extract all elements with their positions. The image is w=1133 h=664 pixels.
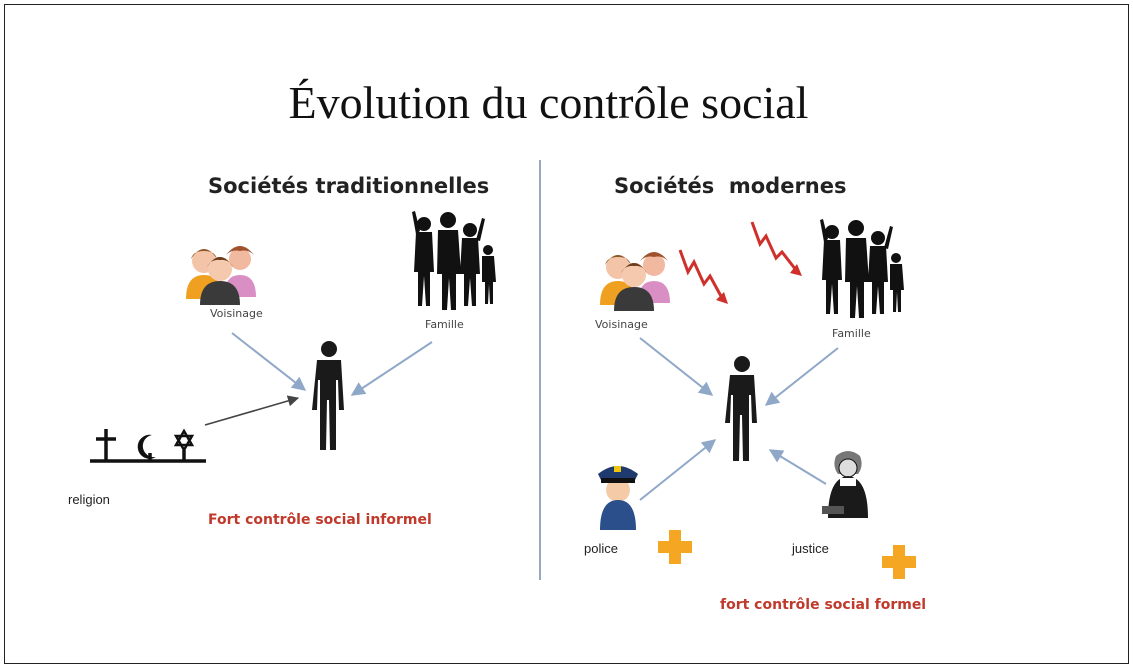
left-caption: Fort contrôle social informel [208, 512, 432, 528]
left-famille-label: Famille [425, 318, 464, 331]
left-voisinage-label: Voisinage [210, 307, 263, 320]
person-silhouette-icon [725, 356, 757, 461]
person-silhouette-icon [312, 341, 344, 450]
neighbors-icon [600, 252, 670, 311]
justice-label: justice [792, 541, 829, 556]
right-heading: Sociétés modernes [614, 174, 847, 198]
right-famille-label: Famille [832, 327, 871, 340]
right-heading-part1: Sociétés [614, 174, 715, 198]
police-officer-icon [598, 466, 638, 530]
family-silhouette-icon [820, 219, 904, 318]
left-heading: Sociétés traditionnelles [208, 174, 490, 198]
family-silhouette-icon [412, 211, 496, 310]
decline-arrow-icon [750, 221, 802, 276]
right-caption: fort contrôle social formel [720, 597, 927, 613]
religion-label: religion [68, 492, 110, 507]
right-heading-part2: modernes [728, 174, 847, 198]
slide-frame [4, 4, 1129, 664]
neighbors-icon [186, 246, 256, 305]
plus-icon [658, 530, 692, 564]
religion-symbols-icon [90, 428, 206, 463]
slide-title: Évolution du contrôle social [288, 77, 809, 128]
plus-icon [882, 545, 916, 579]
decline-arrow-icon [678, 249, 728, 304]
police-label: police [584, 541, 618, 556]
diagram-graphics [90, 160, 916, 580]
judge-icon [822, 451, 868, 518]
right-voisinage-label: Voisinage [595, 318, 648, 331]
